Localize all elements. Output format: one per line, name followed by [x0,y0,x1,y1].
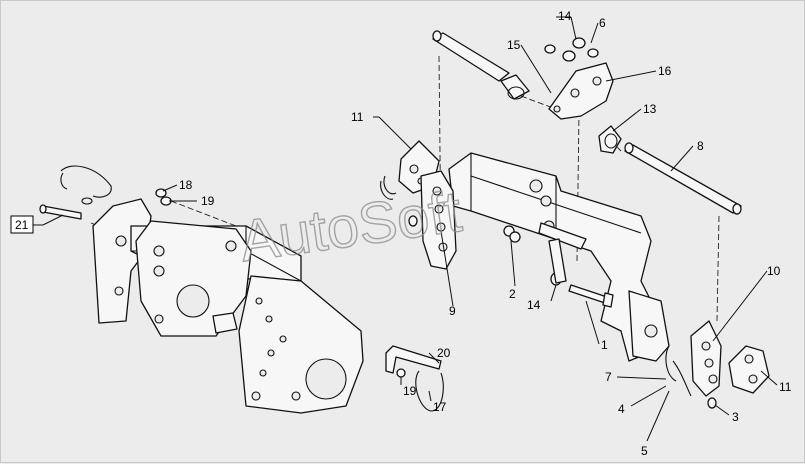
part-11-lower-bracket [728,345,770,394]
part-10-lower-bracket [665,320,722,397]
callout-14-upper: 14 [558,9,572,23]
callout-9: 9 [449,304,456,318]
callout-17: 17 [433,400,447,414]
frame-hole [115,235,127,247]
frame-hole [153,265,165,277]
frame-hole [267,349,275,357]
callout-3: 3 [732,410,739,424]
callout-18: 18 [179,178,193,192]
part-18-19-nut-washer [155,188,172,206]
callout-21: 21 [15,218,29,232]
callout-10: 10 [767,264,781,278]
frame-hole [644,324,658,338]
callout-19-lower: 19 [403,384,417,398]
frame-bore [176,284,210,318]
main-frame-rear [448,152,670,362]
main-frame-front [92,198,364,414]
callout-labels: 21 18 19 11 9 14 6 15 16 13 8 2 14 1 10 … [10,9,792,458]
part-21-pin [39,165,112,220]
part-20-handle-bracket [385,345,444,412]
callout-8: 8 [697,139,704,153]
callout-13: 13 [643,102,657,116]
part-3-washer [707,397,717,409]
frame-hole [265,315,273,323]
callout-1: 1 [601,338,608,352]
callout-20: 20 [437,346,451,360]
part-13-clamp [598,125,622,154]
part-9-link-plate [408,170,457,270]
callout-6: 6 [599,16,606,30]
callout-15: 15 [507,38,521,52]
frame-bore [305,358,347,400]
part-8-shaft [624,142,742,215]
callout-4: 4 [618,402,625,416]
callout-7: 7 [605,370,612,384]
frame-hole [529,179,543,193]
callout-11-lower: 11 [779,380,792,394]
part-1-bolt [503,222,614,308]
callout-14-center: 14 [527,298,541,312]
callout-5: 5 [641,444,648,458]
frame-hole [114,286,124,296]
callout-19-upper: 19 [201,194,215,208]
frame-hole [279,335,287,343]
frame-hole [291,391,301,401]
frame-hole [154,314,164,324]
frame-hole [259,369,267,377]
frame-hole [540,195,552,207]
callout-11-upper: 11 [351,110,364,124]
frame-hole [153,245,165,257]
frame-hole [251,391,261,401]
leader-lines [27,16,778,442]
upper-pin [432,30,530,100]
part-6-14-15-bushings [544,37,599,62]
frame-hole [225,240,237,252]
part-16-slotted-bracket [548,62,614,120]
callout-2: 2 [509,287,516,301]
callout-21-box [10,215,34,234]
frame-hole [255,297,263,305]
callout-16: 16 [658,64,672,78]
